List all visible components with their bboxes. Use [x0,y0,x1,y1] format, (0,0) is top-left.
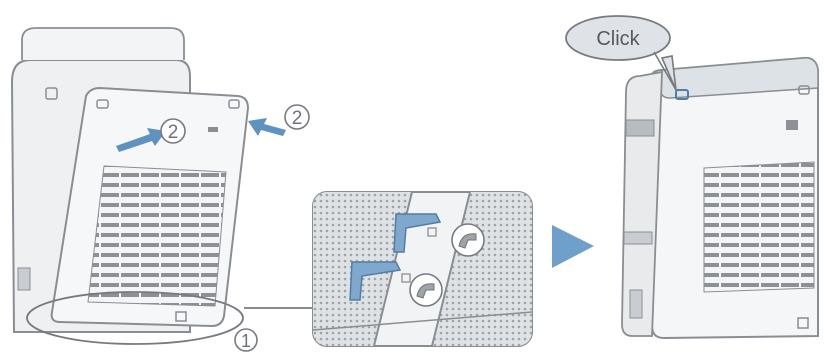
zoom-inset [313,192,532,346]
assembled-vent-slots [704,162,814,292]
svg-text:2: 2 [168,122,179,143]
step-2-label-right: 2 [285,105,309,129]
panel-vent-slots [88,166,226,306]
svg-text:2: 2 [292,108,303,129]
purifier-assembled [622,58,818,338]
svg-text:1: 1 [241,331,251,351]
hook-detail-circle-top [452,224,484,256]
click-callout-text: Click [596,28,640,50]
front-panel [52,88,248,326]
hook-detail-circle-bottom [410,274,442,306]
step-1-label: 1 [235,329,257,351]
step-2-label-left: 2 [161,119,185,143]
next-step-arrow [552,225,594,268]
